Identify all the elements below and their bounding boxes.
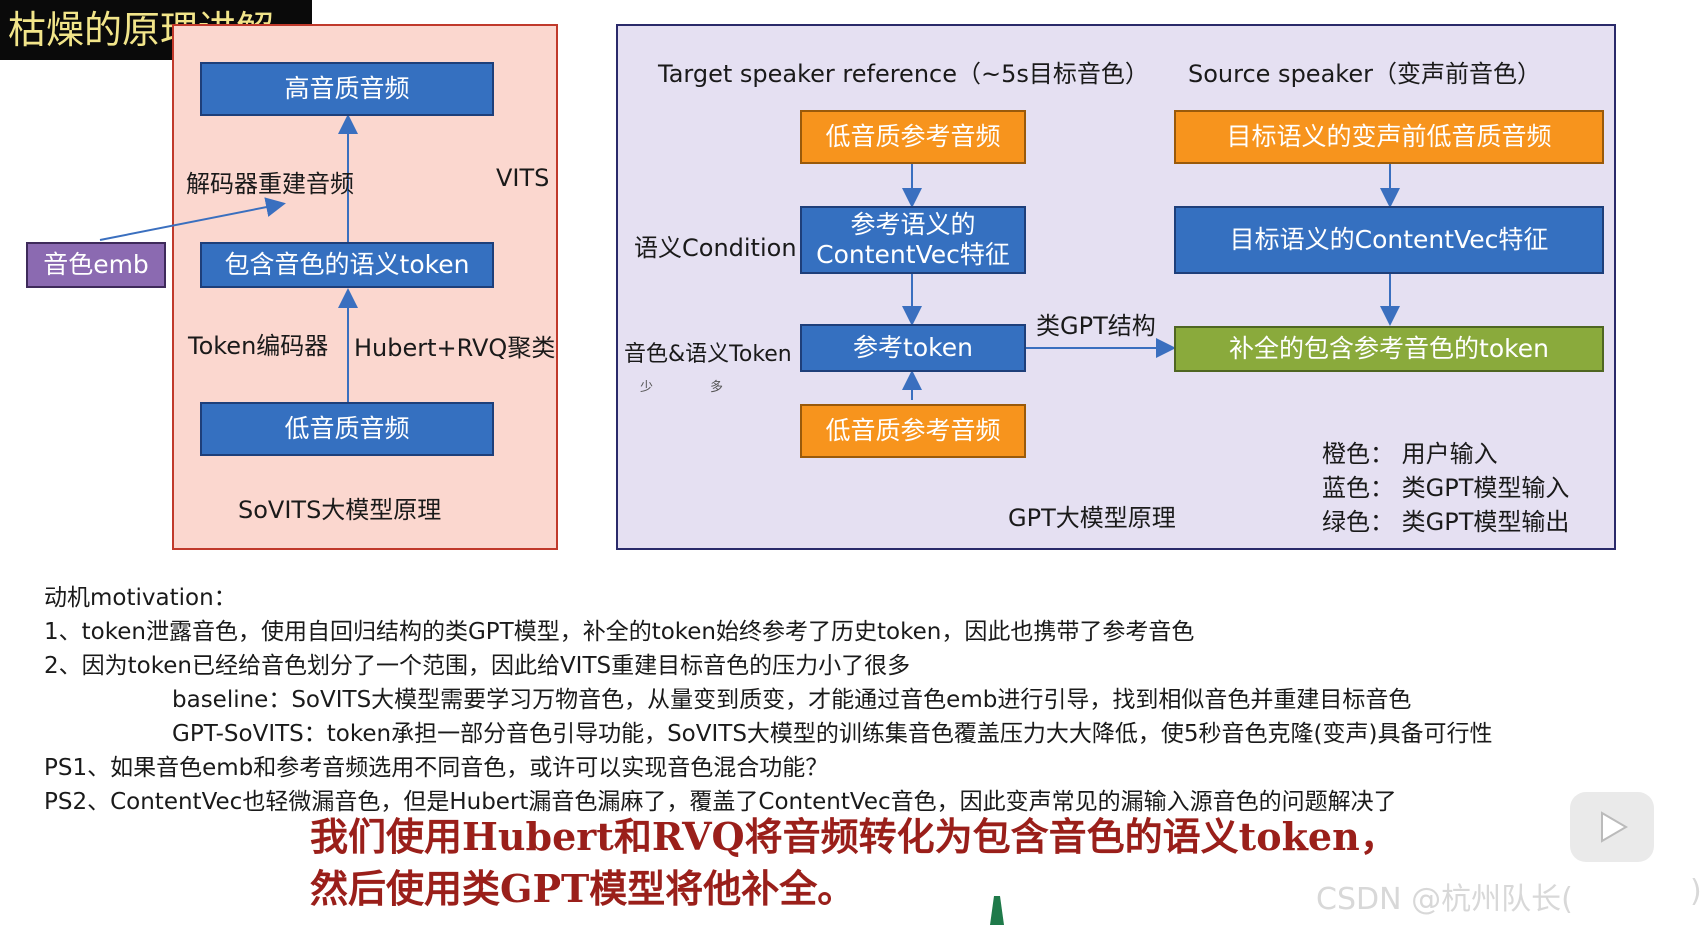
vits-label: VITS [496, 164, 550, 192]
ref-contentvec-box: 参考语义的 ContentVec特征 [800, 206, 1026, 274]
ref-token-box: 参考token [800, 324, 1026, 372]
semantic-condition-label: 语义Condition [634, 234, 797, 262]
low-quality-audio-box: 低音质音频 [200, 402, 494, 456]
watermark-end: ) [1690, 874, 1702, 909]
ref-contentvec-line2: ContentVec特征 [816, 240, 1010, 269]
watermark: CSDN @杭州队长( [1316, 882, 1573, 917]
semantic-token-box: 包含音色的语义token [200, 242, 494, 288]
note-gpt-sovits: GPT-SoVITS：token承担一部分音色引导功能，SoVITS大模型的训练… [172, 721, 1493, 747]
gpt-structure-label: 类GPT结构 [1036, 312, 1156, 340]
arrow-emb-to-decoder [99, 197, 286, 241]
note-ps1: PS1、如果音色emb和参考音频选用不同音色，或许可以实现音色混合功能？ [44, 755, 829, 781]
timbre-semantic-token-label: 音色&语义Token [624, 342, 792, 367]
hubert-rvq-label: Hubert+RVQ聚类 [354, 334, 556, 362]
legend-orange: 橙色： 用户输入 [1322, 440, 1498, 468]
video-play-button[interactable] [1570, 792, 1654, 862]
note-ps2: PS2、ContentVec也轻微漏音色，但是Hubert漏音色漏麻了，覆盖了C… [44, 789, 1397, 815]
low-ref-audio-bottom-box: 低音质参考音频 [800, 404, 1026, 458]
source-contentvec-box: 目标语义的ContentVec特征 [1174, 206, 1604, 274]
decoder-label: 解码器重建音频 [186, 170, 354, 198]
less-label: 少 [640, 380, 654, 395]
note-line-1: 1、token泄露音色，使用自回归结构的类GPT模型，补全的token始终参考了… [44, 619, 1195, 645]
token-encoder-label: Token编码器 [188, 332, 329, 360]
timbre-emb-box: 音色emb [26, 242, 166, 288]
note-line-2: 2、因为token已经给音色划分了一个范围，因此给VITS重建目标音色的压力小了… [44, 653, 911, 679]
target-ref-label: Target speaker reference（~5s目标音色） [658, 60, 1149, 88]
cursor-marker [990, 896, 1004, 925]
high-quality-audio-box: 高音质音频 [200, 62, 494, 116]
subtitle-line-2: 然后使用类GPT模型将他补全。 [310, 866, 856, 911]
gpt-caption: GPT大模型原理 [1008, 504, 1176, 532]
legend-green: 绿色： 类GPT模型输出 [1322, 508, 1570, 536]
source-low-audio-box: 目标语义的变声前低音质音频 [1174, 110, 1604, 164]
source-speaker-label: Source speaker（变声前音色） [1188, 60, 1541, 88]
note-baseline: baseline：SoVITS大模型需要学习万物音色，从量变到质变，才能通过音色… [172, 687, 1412, 713]
more-label: 多 [710, 380, 724, 395]
motivation-heading: 动机motivation： [44, 585, 237, 611]
sovits-caption: SoVITS大模型原理 [238, 496, 442, 524]
subtitle-line-1: 我们使用Hubert和RVQ将音频转化为包含音色的语义token， [310, 814, 1398, 859]
legend-blue: 蓝色： 类GPT模型输入 [1322, 474, 1570, 502]
completed-token-box: 补全的包含参考音色的token [1174, 326, 1604, 372]
low-ref-audio-top-box: 低音质参考音频 [800, 110, 1026, 164]
play-icon [1601, 811, 1628, 843]
ref-contentvec-line1: 参考语义的 [850, 210, 976, 239]
